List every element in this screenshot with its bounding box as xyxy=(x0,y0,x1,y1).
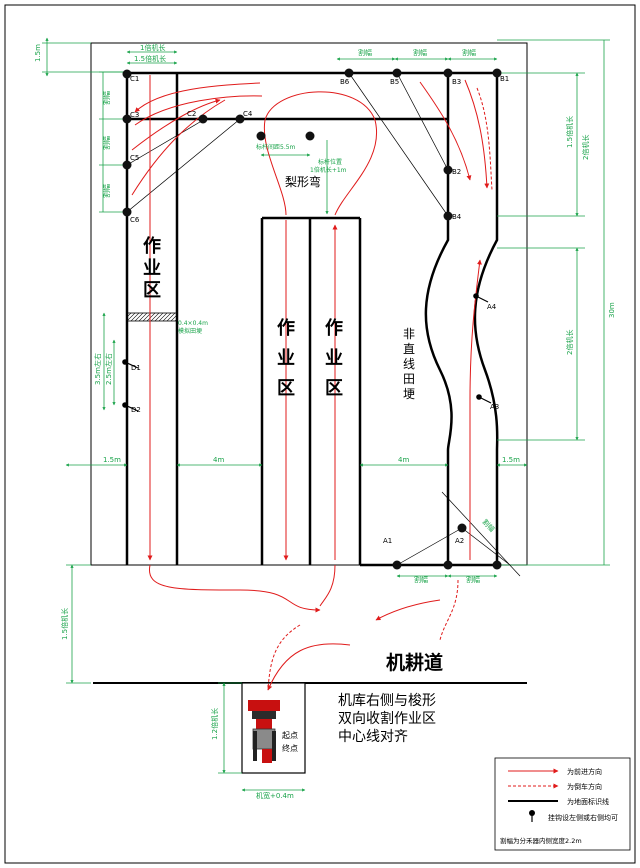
sim-ridge-label-2: 模拟田埂 xyxy=(178,327,202,335)
simulated-ridge xyxy=(126,312,178,322)
svg-text:田: 田 xyxy=(403,372,415,386)
pear-turn-label: 梨形弯 xyxy=(285,174,321,189)
label-b4: B4 xyxy=(452,213,462,221)
svg-text:直: 直 xyxy=(403,342,415,356)
label-a1: A1 xyxy=(383,537,392,545)
legend-ground-line: 为地面标识线 xyxy=(567,797,609,806)
svg-text:割幅: 割幅 xyxy=(102,91,111,105)
svg-text:4m: 4m xyxy=(398,456,409,464)
svg-text:割幅: 割幅 xyxy=(414,575,428,584)
dimension-lines xyxy=(42,37,610,792)
svg-text:1.2倍机长: 1.2倍机长 xyxy=(210,708,219,740)
svg-text:2.5m左右: 2.5m左右 xyxy=(104,353,113,385)
label-b1: B1 xyxy=(500,75,509,83)
svg-text:业: 业 xyxy=(143,258,161,279)
svg-text:割幅: 割幅 xyxy=(413,48,427,57)
svg-text:4m: 4m xyxy=(213,456,224,464)
svg-text:割幅: 割幅 xyxy=(102,136,111,150)
legend-reverse: 为倒车方向 xyxy=(567,782,602,791)
svg-text:1.5倍机长: 1.5倍机长 xyxy=(565,116,574,148)
legend: 为前进方向 为倒车方向 为地面标识线 挂钩设左侧或右侧均可 割幅为分禾器内侧宽度… xyxy=(494,757,631,851)
svg-text:30m: 30m xyxy=(608,302,616,318)
label-b3: B3 xyxy=(452,78,461,86)
hook-markers xyxy=(122,293,492,412)
label-d2: D2 xyxy=(131,406,141,414)
page-border xyxy=(4,4,636,864)
svg-text:区: 区 xyxy=(277,378,295,399)
road-label: 机耕道 xyxy=(386,651,443,674)
svg-text:2倍机长: 2倍机长 xyxy=(565,330,574,355)
svg-text:区: 区 xyxy=(143,280,161,301)
label-a4: A4 xyxy=(487,303,497,311)
svg-text:线: 线 xyxy=(403,357,415,371)
label-d1: D1 xyxy=(131,364,141,372)
label-c3: C3 xyxy=(130,111,139,119)
pole-position-label-1: 标杆位置 xyxy=(318,158,342,166)
label-c4: C4 xyxy=(243,110,253,118)
work-zone-left: 作 业 区 xyxy=(143,235,161,301)
label-a2: A2 xyxy=(455,537,464,545)
svg-text:业: 业 xyxy=(277,348,295,369)
pole-position-label-2: 1倍机长+1m xyxy=(310,166,347,174)
label-b6: B6 xyxy=(340,78,350,86)
end-label: 终点 xyxy=(282,743,298,753)
svg-text:割幅: 割幅 xyxy=(358,48,372,57)
legend-forward: 为前进方向 xyxy=(567,767,602,776)
svg-text:1.5倍机长: 1.5倍机长 xyxy=(134,54,166,63)
label-c5: C5 xyxy=(130,154,139,162)
label-b5: B5 xyxy=(390,78,399,86)
svg-text:业: 业 xyxy=(325,348,343,369)
svg-text:机宽+0.4m: 机宽+0.4m xyxy=(256,791,294,800)
pole-spacing-label: 标杆间距5.5m xyxy=(256,143,296,151)
instruction-text: 机库右侧与梭形 双向收割作业区 中心线对齐 xyxy=(338,692,436,745)
svg-text:埂: 埂 xyxy=(403,387,415,401)
legend-note: 割幅为分禾器内侧宽度2.2m xyxy=(500,836,582,845)
nonstraight-ridge-label: 非 直 线 田 埂 xyxy=(403,327,415,401)
svg-text:作: 作 xyxy=(325,317,343,339)
sim-ridge-label-1: 0.4×0.4m xyxy=(178,320,208,327)
label-b2: B2 xyxy=(452,168,461,176)
work-zone-mid: 作 业 区 xyxy=(277,317,295,399)
marker-points xyxy=(122,68,502,570)
svg-text:割幅: 割幅 xyxy=(466,575,480,584)
svg-text:割幅: 割幅 xyxy=(102,184,111,198)
svg-text:2倍机长: 2倍机长 xyxy=(581,135,590,160)
label-a3: A3 xyxy=(490,403,499,411)
svg-text:非: 非 xyxy=(403,327,415,341)
svg-text:3.5m左右: 3.5m左右 xyxy=(93,353,102,385)
legend-hook: 挂钩设左侧或右侧均可 xyxy=(548,813,618,822)
point-labels: C1 C3 C5 C6 C2 C4 B6 B5 B3 B1 B2 B4 A4 A… xyxy=(130,75,509,545)
label-c6: C6 xyxy=(130,216,140,224)
svg-text:中心线对齐: 中心线对齐 xyxy=(338,729,408,745)
svg-text:1.5m: 1.5m xyxy=(34,44,42,62)
start-label: 起点 xyxy=(282,731,298,740)
svg-text:作: 作 xyxy=(277,317,295,339)
svg-text:1倍机长: 1倍机长 xyxy=(140,43,165,52)
svg-text:割幅: 割幅 xyxy=(462,48,476,57)
svg-text:1.5倍机长: 1.5倍机长 xyxy=(60,608,69,640)
work-zone-right: 作 业 区 xyxy=(325,317,343,399)
route-arrows xyxy=(131,75,493,691)
harvester-icon xyxy=(248,700,280,763)
svg-text:作: 作 xyxy=(143,235,161,257)
svg-text:1.5m: 1.5m xyxy=(502,456,520,464)
svg-text:区: 区 xyxy=(325,378,343,399)
svg-text:1.5m: 1.5m xyxy=(103,456,121,464)
svg-text:双向收割作业区: 双向收割作业区 xyxy=(338,710,436,727)
label-c2: C2 xyxy=(187,110,196,118)
svg-text:机库右侧与梭形: 机库右侧与梭形 xyxy=(338,692,436,709)
label-c1: C1 xyxy=(130,75,139,83)
